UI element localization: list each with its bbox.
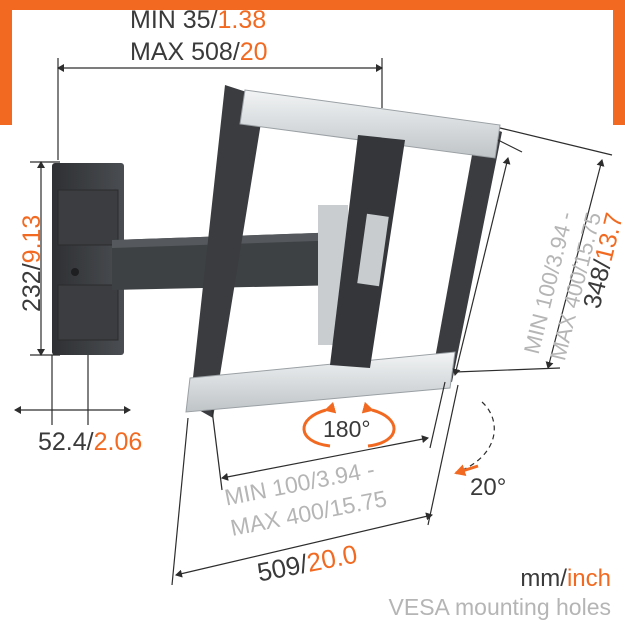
height-mm: 232/ bbox=[18, 263, 46, 312]
tv-bracket bbox=[185, 85, 502, 418]
tilt-arrow bbox=[454, 401, 495, 476]
wall-plate bbox=[52, 163, 124, 355]
unit-mm: mm/ bbox=[520, 565, 567, 592]
wall-depth-label: 52.4/2.06 bbox=[38, 430, 142, 455]
vesa-caption: VESA mounting holes bbox=[388, 594, 611, 620]
height-label: 232/9.13 bbox=[18, 214, 46, 312]
swivel-angle: 180° bbox=[323, 416, 371, 442]
unit-inch: inch bbox=[566, 565, 611, 592]
width-max-label: MAX 508/20 bbox=[130, 40, 268, 65]
width-min-inch: 1.38 bbox=[217, 6, 267, 34]
height-inch: 9.13 bbox=[18, 214, 46, 264]
tilt-angle: 20° bbox=[470, 474, 507, 501]
wall-depth-inch: 2.06 bbox=[93, 428, 143, 456]
rotation-arrows bbox=[302, 401, 396, 448]
width-min-label: MIN 35/1.38 bbox=[130, 8, 266, 33]
width-max-inch: 20 bbox=[239, 38, 268, 66]
width-min-mm: MIN 35/ bbox=[130, 6, 218, 34]
width-max-mm: MAX 508/ bbox=[130, 38, 240, 66]
dimension-lines bbox=[14, 58, 613, 586]
wall-depth-mm: 52.4/ bbox=[38, 428, 94, 456]
unit-legend: mm/inch bbox=[520, 567, 611, 591]
